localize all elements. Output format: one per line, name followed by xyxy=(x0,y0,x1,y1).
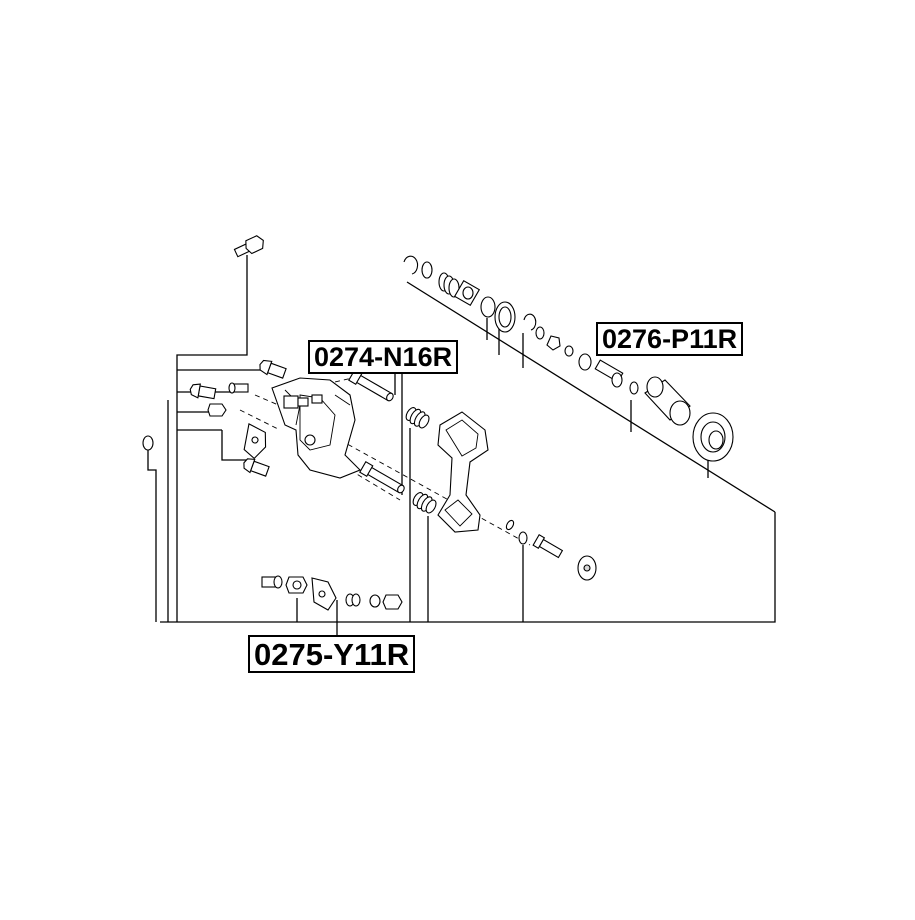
leader-lines xyxy=(147,255,776,637)
guide-pin-lower-icon xyxy=(359,461,405,494)
shim-plate-icon xyxy=(311,577,337,611)
guide-boot-upper-icon xyxy=(405,407,430,429)
dust-boot-icon xyxy=(692,412,734,462)
bottom-hardware-icons xyxy=(261,575,403,611)
bleeder-nut-icon xyxy=(285,576,308,594)
o-ring-icon xyxy=(518,531,528,545)
piston-kit-parts xyxy=(403,255,734,462)
bracket-plate-icon xyxy=(243,423,267,460)
small-hardware-icons xyxy=(505,519,597,581)
caliper-support-bracket-icon xyxy=(437,411,489,533)
caliper-body-icon xyxy=(271,377,361,479)
part-number-label-guide-pin: 0274-N16R xyxy=(308,340,459,374)
pushrod-icon xyxy=(594,359,624,388)
guide-pin-upper-icon xyxy=(348,369,394,402)
snap-ring-icon xyxy=(403,255,419,275)
caliper-mount-bolt-icon xyxy=(233,235,264,258)
washer-icon xyxy=(142,435,154,451)
caliper-bolts xyxy=(189,359,309,477)
adjuster-icon xyxy=(453,279,481,307)
part-number-label-piston-kit: 0276-P11R xyxy=(596,322,744,356)
guide-boot-lower-icon xyxy=(412,492,437,514)
bleeder-screw-icon xyxy=(532,534,564,559)
piston-icon xyxy=(644,376,691,426)
part-number-label-caliper-repair-kit: 0275-Y11R xyxy=(248,635,416,673)
